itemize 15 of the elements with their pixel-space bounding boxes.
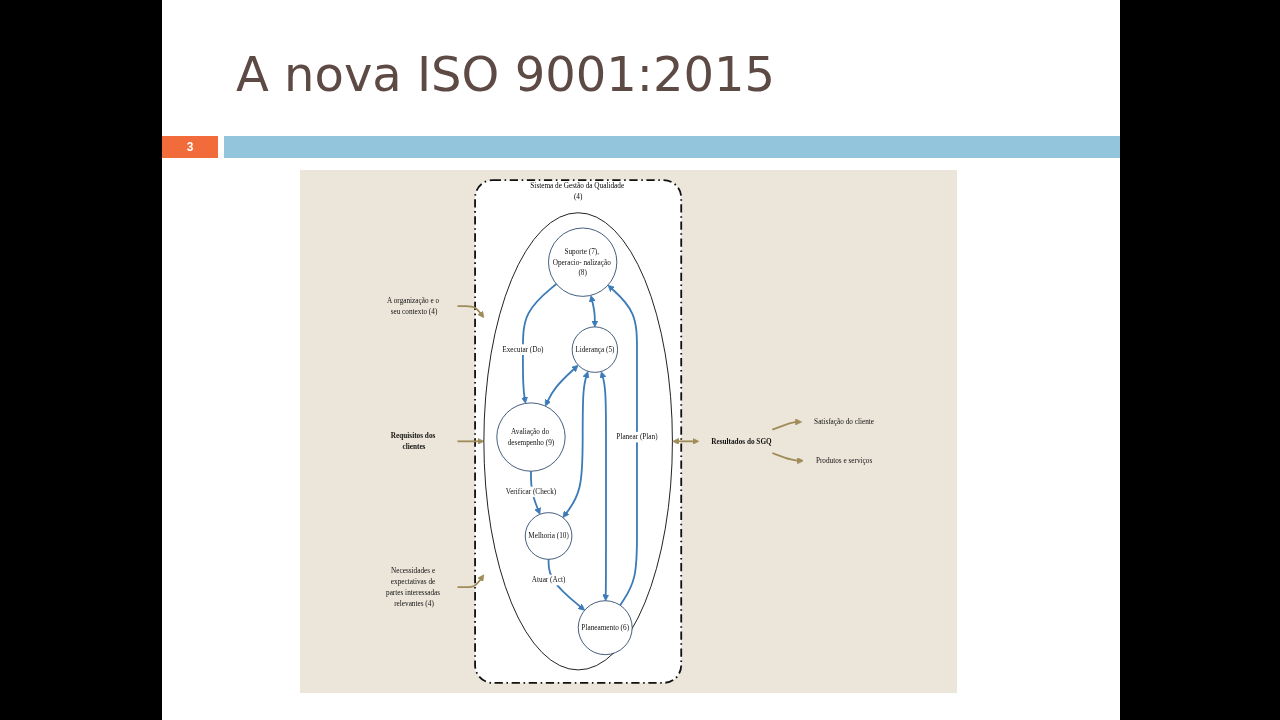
arrow: [456, 305, 485, 318]
arrow: [521, 283, 558, 404]
arrow: [589, 295, 599, 328]
arrow: [456, 574, 485, 589]
arrow: [771, 418, 802, 431]
arrow: [672, 437, 700, 445]
arrow: [544, 364, 579, 407]
arrow: [599, 371, 610, 602]
arrow: [771, 452, 804, 465]
slide-title: A nova ISO 9001:2015: [236, 46, 776, 102]
slide-number: 3: [162, 136, 218, 158]
arrow: [456, 437, 485, 445]
arrow: [607, 284, 638, 607]
arrow: [562, 371, 590, 518]
cluster: [483, 212, 673, 671]
